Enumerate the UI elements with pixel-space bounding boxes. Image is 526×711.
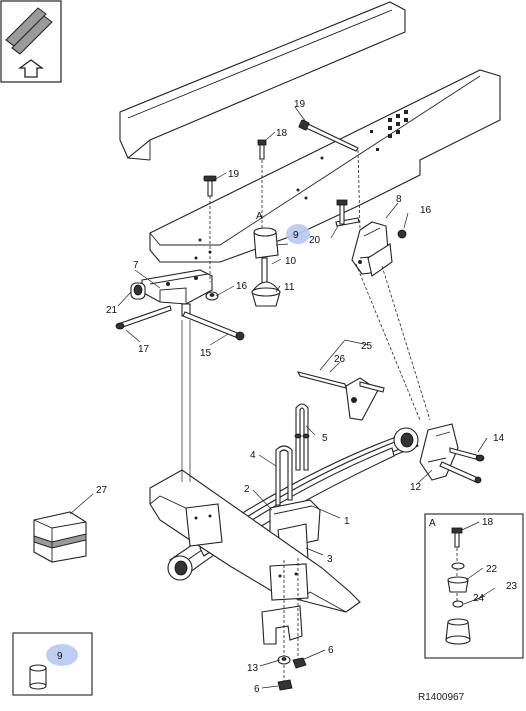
- callout-7: 7: [133, 260, 139, 271]
- part-27-kit: [33, 511, 87, 563]
- callout-17: 17: [138, 344, 150, 355]
- callout-1: 1: [344, 516, 350, 527]
- callout-16-rear: 16: [420, 205, 432, 216]
- bolt-15: [182, 311, 241, 339]
- rear-eye-bracket: [419, 423, 485, 484]
- nut-16-rear: [397, 229, 407, 239]
- callout-19-front: 19: [228, 169, 240, 180]
- callout-6-right: 6: [328, 645, 334, 656]
- orientation-inset: [0, 0, 62, 83]
- bolt-17: [117, 305, 172, 329]
- frame-rail: [119, 1, 501, 263]
- callout-27: 27: [96, 485, 108, 496]
- bushing-21: [130, 282, 146, 300]
- part-9-inset: [12, 632, 93, 696]
- callout-18-detail: 18: [482, 517, 494, 528]
- callout-26: 26: [334, 354, 346, 365]
- highlight-9-main: [286, 224, 310, 244]
- callout-22: 22: [486, 564, 498, 575]
- callout-14: 14: [493, 433, 505, 444]
- nut-6-right: [292, 657, 307, 669]
- rear-hanger-bracket: [351, 221, 393, 277]
- callout-labels: 1 2 3 4 5 6 6 7 8 9 9 10 11 12 13 14 15 …: [57, 99, 518, 695]
- nut-6-bottom: [277, 679, 293, 691]
- detail-a-box: [424, 513, 524, 659]
- shackle-link: [296, 371, 385, 421]
- callout-12: 12: [410, 482, 422, 493]
- axle-beam: [149, 469, 361, 613]
- callout-16-front: 16: [236, 281, 248, 292]
- detail-marker-a-box: A: [429, 518, 436, 529]
- callout-19-rear: 19: [294, 99, 306, 110]
- u-bolt-5: [294, 403, 310, 471]
- bump-stop-stack: [251, 139, 281, 307]
- leader-lines: [69, 106, 496, 689]
- callout-2: 2: [244, 484, 250, 495]
- callout-15: 15: [200, 348, 212, 359]
- callout-20: 20: [309, 235, 321, 246]
- callout-6-bottom: 6: [254, 684, 260, 695]
- callout-5: 5: [322, 433, 328, 444]
- callout-21: 21: [106, 305, 118, 316]
- u-bolt-4: [275, 445, 293, 506]
- nut-13: [277, 655, 291, 665]
- front-hanger-bracket: [141, 269, 213, 317]
- highlight-9-inset: [46, 644, 78, 666]
- callout-25: 25: [361, 341, 373, 352]
- callout-18-main: 18: [276, 128, 288, 139]
- forward-arrow-icon: [18, 59, 44, 78]
- figure-reference: R1400967: [418, 692, 465, 703]
- bolt-vertical-rear: [339, 203, 345, 225]
- nut-16-front: [205, 291, 219, 301]
- callout-4: 4: [250, 450, 256, 461]
- detail-marker-a-main: A: [256, 211, 263, 222]
- callout-10: 10: [285, 256, 297, 267]
- callout-23: 23: [506, 581, 518, 592]
- callout-9-inset: 9: [57, 651, 63, 662]
- callout-24: 24: [473, 593, 485, 604]
- callout-11: 11: [284, 282, 295, 293]
- callout-8: 8: [396, 194, 402, 205]
- rail-holes: [194, 110, 408, 260]
- callout-13: 13: [247, 663, 259, 674]
- callout-9-main: 9: [293, 230, 299, 241]
- lower-clamp: [261, 605, 303, 645]
- callout-3: 3: [327, 554, 333, 565]
